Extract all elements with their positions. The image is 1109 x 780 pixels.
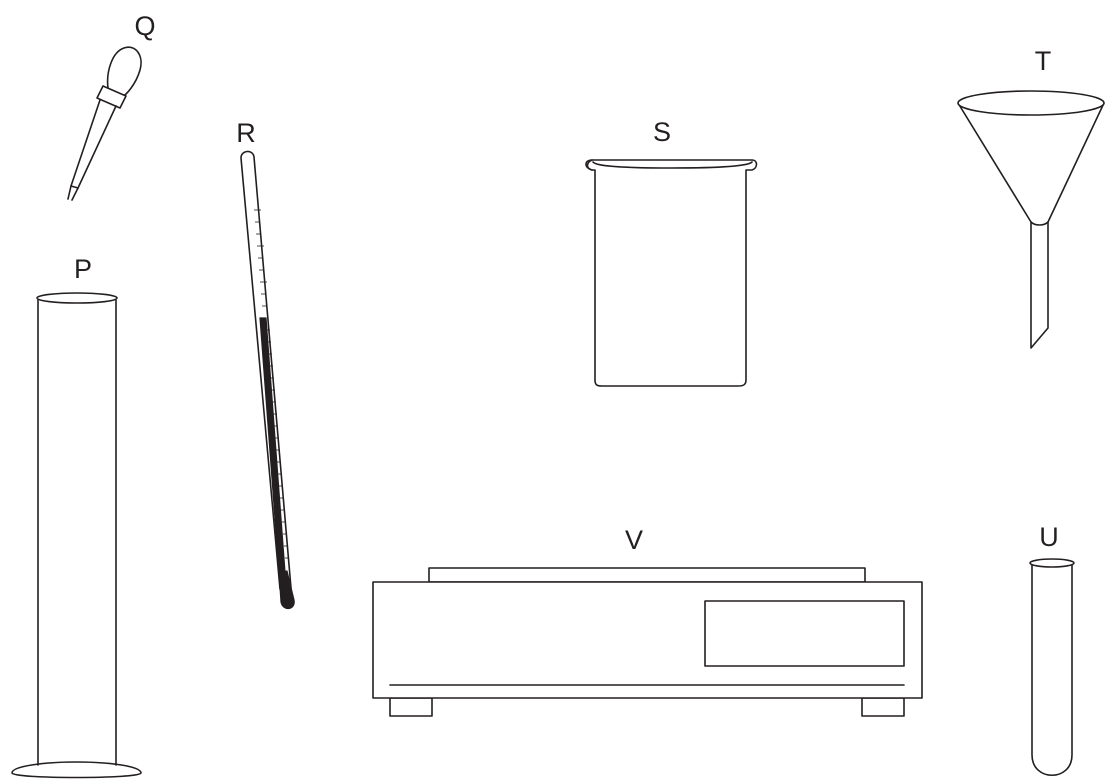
cylinder-rim	[36, 292, 118, 304]
test-tube-body	[1031, 562, 1073, 777]
balance-foot-left	[389, 697, 433, 717]
funnel-cone	[957, 102, 1105, 349]
thermometer-scale	[254, 209, 289, 559]
label-v: V	[625, 525, 643, 555]
pipette-stem	[67, 99, 117, 201]
label-u: U	[1039, 522, 1059, 552]
apparatus-v-electronic-balance: V	[372, 525, 923, 717]
pipette-bulb	[106, 46, 142, 99]
funnel-rim	[957, 90, 1105, 116]
cylinder-body	[37, 299, 117, 766]
thermometer-column	[259, 317, 286, 573]
balance-display	[704, 600, 905, 667]
funnel-neck	[1030, 221, 1049, 226]
label-s: S	[653, 117, 671, 147]
label-r: R	[236, 118, 256, 148]
apparatus-r-thermometer: R	[236, 118, 295, 610]
test-tube-rim	[1029, 558, 1075, 568]
pipette-tip	[70, 185, 79, 189]
thermometer-bulb	[278, 570, 295, 610]
beaker-body	[585, 159, 758, 387]
pipette-collar	[96, 85, 127, 109]
balance-pan	[428, 567, 866, 583]
apparatus-p-measuring-cylinder: P	[11, 254, 142, 779]
apparatus-q-dropper-pipette: Q	[67, 11, 156, 201]
label-t: T	[1035, 46, 1052, 76]
beaker-spout	[586, 159, 593, 171]
apparatus-t-funnel: T	[957, 46, 1105, 349]
beaker-rim	[592, 161, 753, 169]
apparatus-s-beaker: S	[585, 117, 758, 387]
apparatus-u-test-tube: U	[1029, 522, 1075, 777]
label-q: Q	[134, 11, 155, 41]
label-p: P	[74, 254, 92, 284]
balance-foot-right	[861, 697, 905, 717]
cylinder-base	[11, 761, 142, 779]
